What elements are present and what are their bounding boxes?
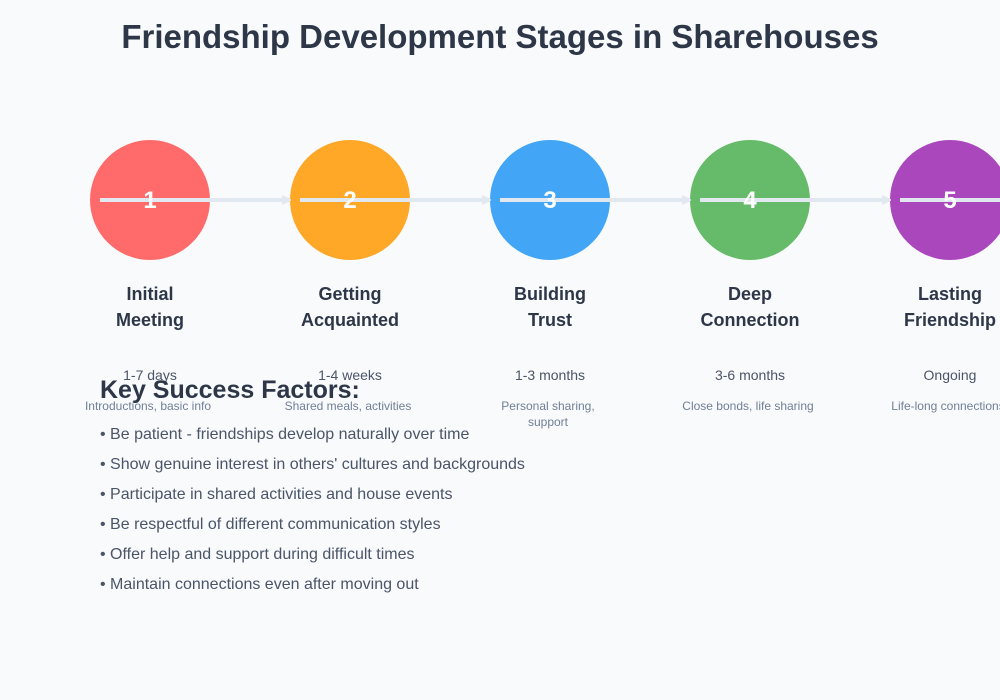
stage-duration: 1-7 days	[123, 367, 177, 383]
stage-name-line: Acquainted	[301, 310, 399, 330]
stage-name-line: Friendship	[904, 310, 996, 330]
page-title: Friendship Development Stages in Shareho…	[121, 18, 879, 55]
stage-name-line: Deep	[728, 284, 772, 304]
stage-description-line: Shared meals, activities	[285, 399, 412, 413]
stage-description-line: Introductions, basic info	[85, 399, 211, 413]
stage-duration: 1-3 months	[515, 367, 585, 383]
stage-description-line: Close bonds, life sharing	[682, 399, 813, 413]
factors-title: Key Success Factors:	[100, 376, 360, 404]
stage-description-line: Life-long connections	[891, 399, 1000, 413]
stage-duration: Ongoing	[924, 367, 977, 383]
factor-item: • Be respectful of different communicati…	[100, 516, 441, 533]
stage-duration: 1-4 weeks	[318, 367, 382, 383]
factor-item: • Show genuine interest in others' cultu…	[100, 456, 525, 473]
stage-duration: 3-6 months	[715, 367, 785, 383]
factors-list: • Be patient - friendships develop natur…	[100, 424, 525, 604]
stage-name-line: Trust	[528, 310, 572, 330]
stage-number: 3	[543, 187, 556, 214]
stage-name-line: Lasting	[918, 284, 982, 304]
stage-description-line: Personal sharing,	[501, 399, 594, 413]
stage-name-line: Initial	[126, 284, 173, 304]
stage-name-line: Getting	[319, 284, 382, 304]
stage-name-line: Connection	[701, 310, 800, 330]
stage-name-line: Meeting	[116, 310, 184, 330]
stage-number: 1	[143, 187, 156, 214]
factor-item: • Offer help and support during difficul…	[100, 546, 415, 563]
stage-description-line: support	[528, 415, 569, 429]
stage-number: 4	[743, 187, 757, 214]
stage-number: 5	[943, 187, 956, 214]
factor-item: • Participate in shared activities and h…	[100, 486, 453, 503]
factor-item: • Be patient - friendships develop natur…	[100, 426, 470, 443]
factor-item: • Maintain connections even after moving…	[100, 576, 419, 593]
stage-name-line: Building	[514, 284, 586, 304]
stage-number: 2	[343, 187, 356, 214]
